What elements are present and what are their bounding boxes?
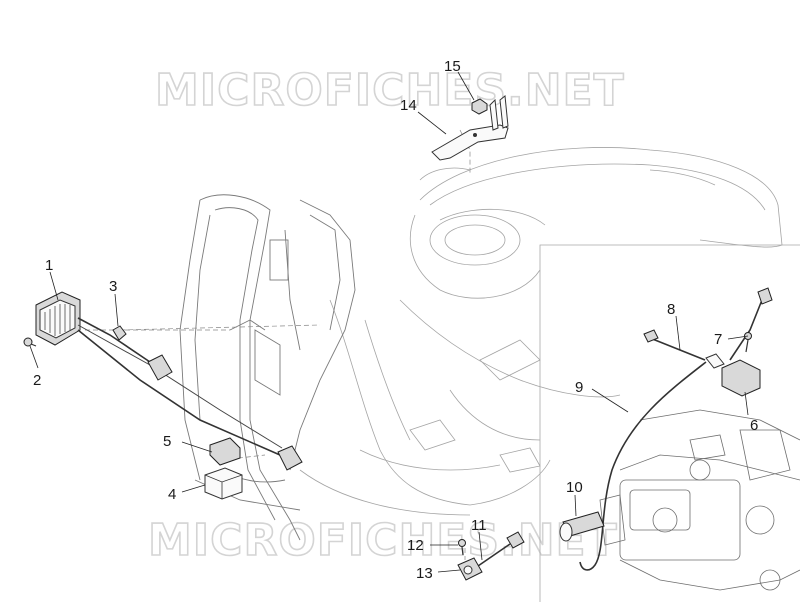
- watermark-bottom: MICROFICHES.NET: [148, 515, 618, 566]
- regulator-wiring: [77, 317, 283, 456]
- callout-3: 3: [109, 278, 117, 295]
- reference-lines: [85, 129, 471, 560]
- ht-lead-part-8: [643, 287, 773, 361]
- callout-1: 1: [45, 257, 53, 274]
- scooter-body-outline: [299, 147, 783, 516]
- sensor-assembly-part-11: [477, 531, 525, 567]
- screw-part-2: [23, 337, 37, 347]
- callout-7: 7: [714, 331, 722, 348]
- nut-part-15: [471, 98, 488, 115]
- screw-part-7: [744, 332, 752, 353]
- inset-frame: [539, 244, 800, 602]
- callout-12: 12: [407, 537, 424, 554]
- voltage-regulator: [35, 291, 81, 346]
- relay-holder-part-5: [209, 437, 241, 466]
- callout-2: 2: [33, 372, 41, 389]
- bracket-part-14: [431, 95, 509, 161]
- ignition-coil-part-6: [705, 353, 761, 397]
- leader-lines: [29, 71, 749, 573]
- screw-part-12: [458, 539, 466, 556]
- callout-13: 13: [416, 565, 433, 582]
- callout-11: 11: [471, 517, 487, 534]
- engine-block: [599, 409, 800, 591]
- sensor-part-10: [559, 511, 605, 542]
- spark-plug-cable-part-9: [579, 361, 707, 571]
- callout-14: 14: [400, 97, 417, 114]
- callout-5: 5: [163, 433, 171, 450]
- watermark-top: MICROFICHES.NET: [155, 65, 625, 116]
- connector-end: [277, 445, 303, 471]
- callout-6: 6: [750, 417, 758, 434]
- callout-8: 8: [667, 301, 675, 318]
- callout-10: 10: [566, 479, 583, 496]
- callout-4: 4: [168, 486, 176, 503]
- callout-labels: 1 2 3 4 5 6 7 8 9 10 11 12 13 14 15: [33, 58, 758, 582]
- callout-15: 15: [444, 58, 461, 75]
- callout-9: 9: [575, 379, 583, 396]
- relay-part-4: [204, 467, 243, 500]
- sensor-body-part-13: [457, 557, 483, 581]
- cable-clip-part-3: [112, 325, 127, 341]
- connector-mid: [147, 354, 173, 381]
